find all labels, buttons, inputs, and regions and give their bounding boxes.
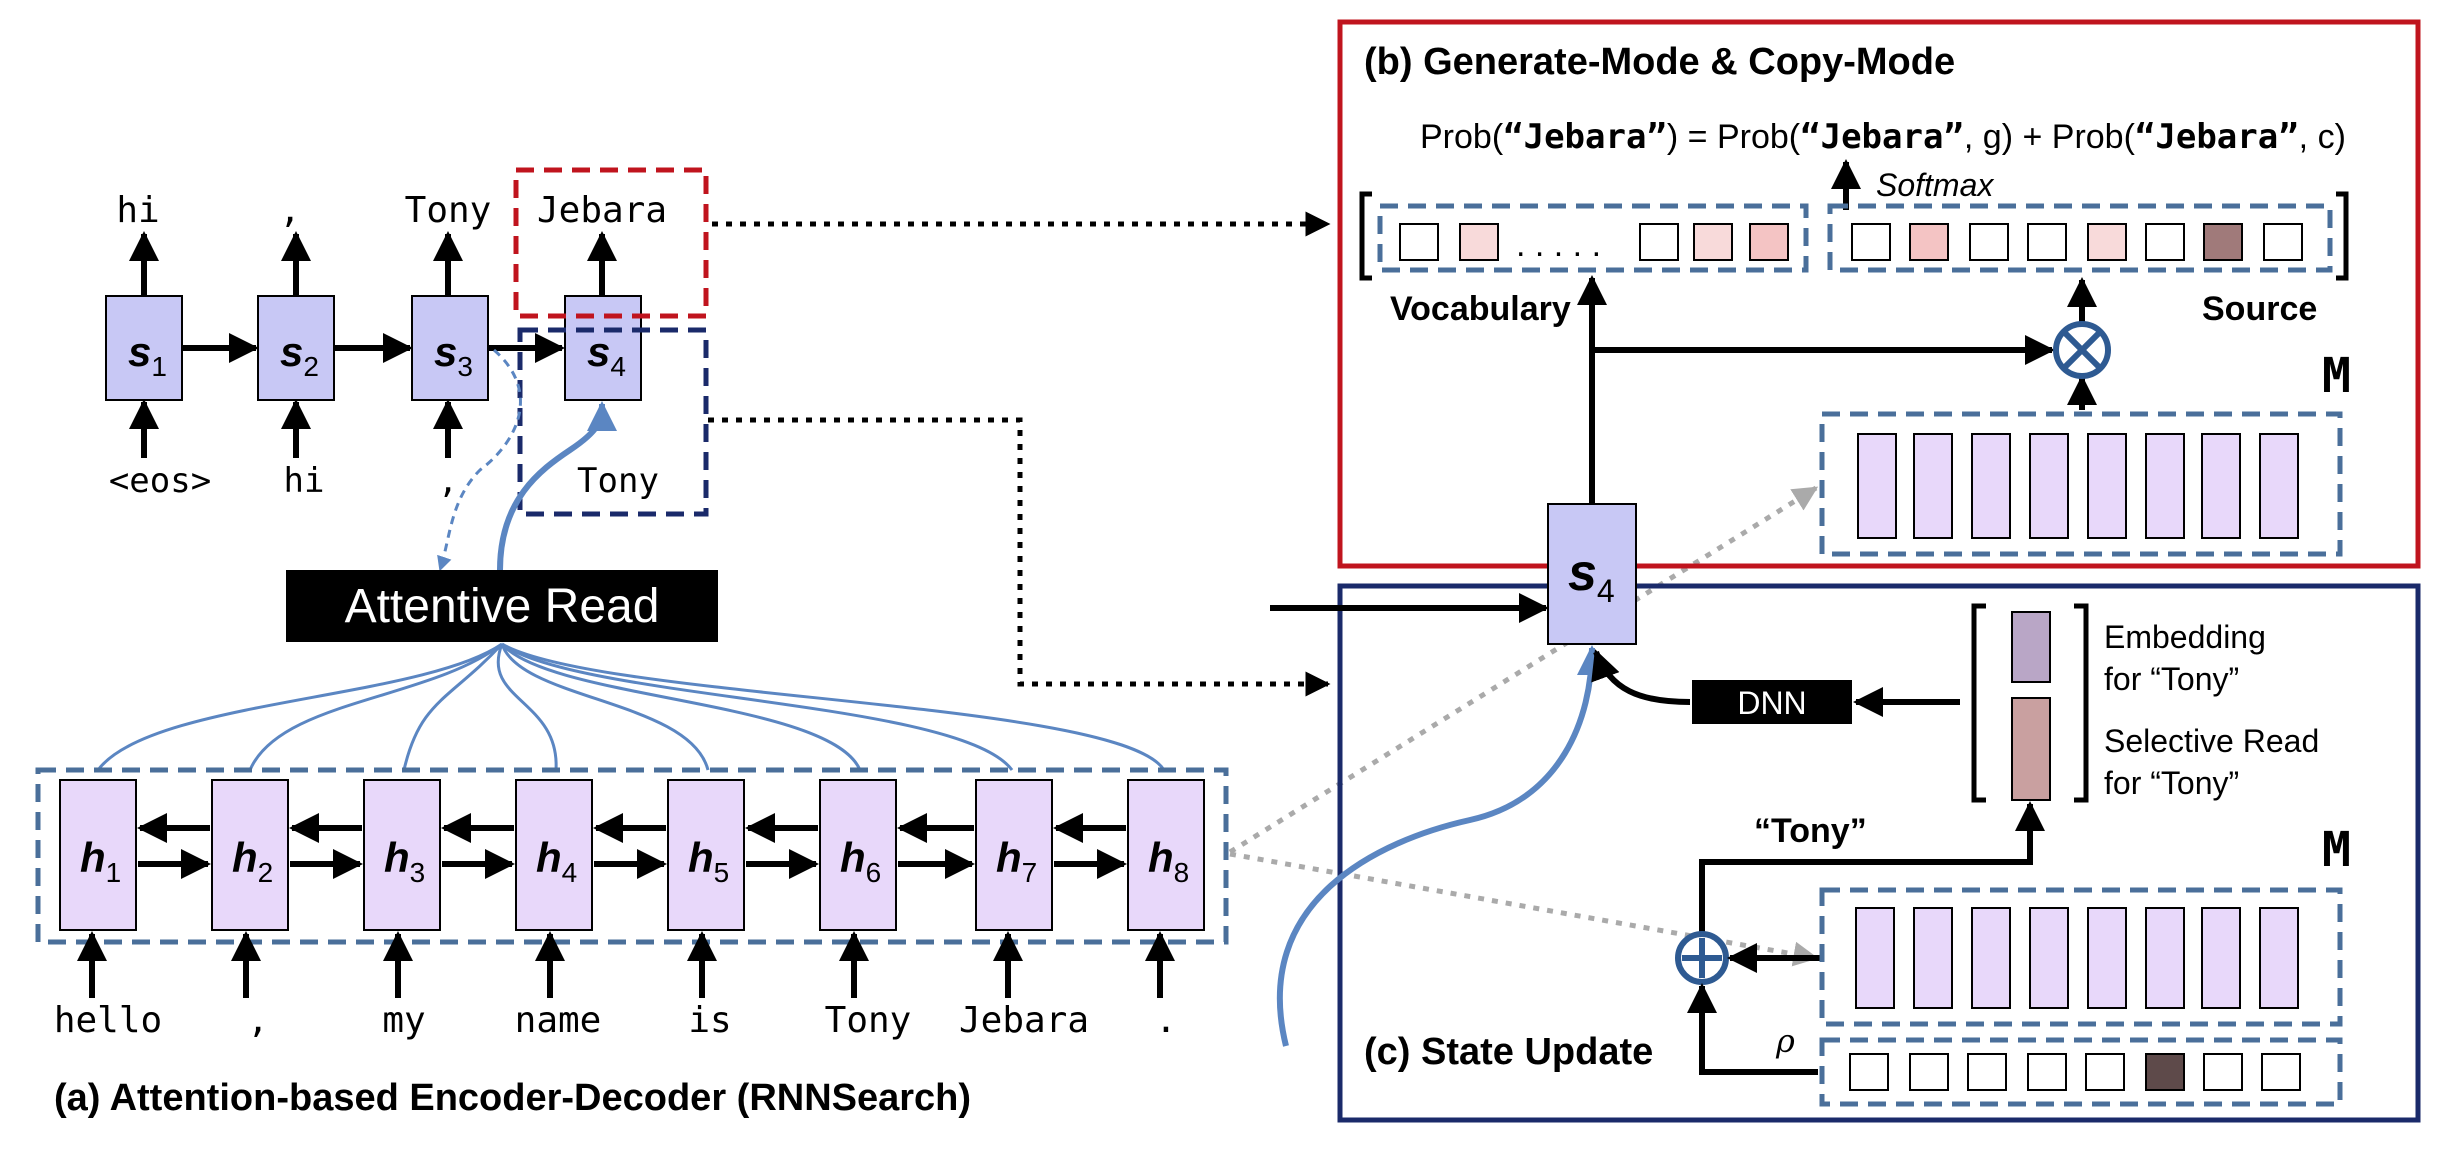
encoder-input-1: hello xyxy=(54,1000,162,1041)
connector-lines xyxy=(708,211,1331,697)
encoder-state-h7 xyxy=(975,779,1053,931)
encoder-state-h6 xyxy=(819,779,897,931)
panel-c: s4 DNN Embedding for “Tony” Selective Re… xyxy=(1270,503,2421,1123)
panel-c-frame xyxy=(1337,583,2421,1123)
decoder-output-1: hi xyxy=(116,190,159,231)
svg-text:s3: s3 xyxy=(434,328,473,382)
panel-b-title: (b) Generate-Mode & Copy-Mode xyxy=(1364,41,1955,83)
svg-text:h6: h6 xyxy=(840,834,881,888)
decoder-state-s4 xyxy=(564,295,642,401)
panel-b-frame xyxy=(1337,19,2421,569)
encoder-box xyxy=(35,767,1229,945)
svg-text:h7: h7 xyxy=(996,834,1037,888)
encoder-state-h1 xyxy=(59,779,137,931)
encoder-input-4: name xyxy=(515,1000,602,1041)
svg-text:s4: s4 xyxy=(1568,544,1615,609)
svg-text:h2: h2 xyxy=(232,834,273,888)
vocabulary-box xyxy=(1377,203,1809,273)
softmax-label: Softmax xyxy=(1876,167,1994,203)
attentive-read-label: Attentive Read xyxy=(345,580,660,633)
svg-text:h5: h5 xyxy=(688,834,729,888)
encoder-input-7: Jebara xyxy=(959,1000,1089,1041)
svg-text:s2: s2 xyxy=(280,328,319,382)
svg-text:h8: h8 xyxy=(1148,834,1189,888)
decoder-input-3: , xyxy=(438,461,458,501)
selective-label-2: for “Tony” xyxy=(2104,765,2239,801)
output-highlight-box xyxy=(513,167,709,319)
dnn-label: DNN xyxy=(1737,685,1806,721)
embedding-vector xyxy=(2011,611,2051,683)
attentive-read-box xyxy=(286,570,718,642)
source-label: Source xyxy=(2202,290,2317,328)
selective-read-vector xyxy=(2011,697,2051,801)
encoder-state-h2 xyxy=(211,779,289,931)
encoder-input-8: . xyxy=(1155,1000,1177,1041)
selective-label-1: Selective Read xyxy=(2104,723,2319,759)
panel-c-title: (c) State Update xyxy=(1364,1031,1653,1073)
rho-box xyxy=(1819,1037,2343,1107)
encoder-input-2: , xyxy=(247,1000,269,1041)
tony-label: “Tony” xyxy=(1754,812,1867,850)
svg-text:s4: s4 xyxy=(587,328,626,382)
panel-b: (b) Generate-Mode & Copy-Mode Prob(“Jeba… xyxy=(1337,19,2421,569)
decoder-output-2: , xyxy=(279,190,301,231)
memory-label-b: M xyxy=(2322,348,2351,404)
memory-box-c xyxy=(1819,887,2343,1027)
encoder-input-5: is xyxy=(688,1000,731,1041)
encoder-state-h8 xyxy=(1127,779,1205,931)
memory-label-c: M xyxy=(2322,822,2351,878)
input-highlight-box xyxy=(517,327,709,517)
decoder-input-4: Tony xyxy=(577,461,659,501)
decoder-output-3: Tony xyxy=(405,190,492,231)
encoder-state-h4 xyxy=(515,779,593,931)
svg-text:h1: h1 xyxy=(80,834,121,888)
decoder-state-s3 xyxy=(411,295,489,401)
decoder-state-s1 xyxy=(105,295,183,401)
probability-formula: Prob(“Jebara”) = Prob(“Jebara”, g) + Pro… xyxy=(1420,117,2346,157)
encoder-state-h5 xyxy=(667,779,745,931)
vocabulary-ellipsis: . . . . . xyxy=(1516,226,1601,264)
panel-a-caption: (a) Attention-based Encoder-Decoder (RNN… xyxy=(54,1077,971,1119)
attention-lines xyxy=(96,642,1166,771)
state-s4 xyxy=(1547,503,1637,645)
memory-box-b xyxy=(1819,411,2343,557)
context-curve xyxy=(497,401,617,571)
source-box xyxy=(1827,203,2333,273)
svg-text:s1: s1 xyxy=(128,328,167,382)
encoder-state-h3 xyxy=(363,779,441,931)
add-icon xyxy=(1675,931,1729,985)
svg-text:h4: h4 xyxy=(536,834,577,888)
dnn-box xyxy=(1692,680,1852,724)
vocabulary-label: Vocabulary xyxy=(1390,290,1571,328)
query-curve xyxy=(437,348,522,572)
svg-text:h3: h3 xyxy=(384,834,425,888)
panel-a: hi , Tony Jebara s1 s2 s3 s4 xyxy=(35,167,1229,1119)
embedding-label-2: for “Tony” xyxy=(2104,661,2239,697)
context-curve-c xyxy=(1276,645,1607,1047)
decoder-output-4: Jebara xyxy=(537,190,667,231)
decoder-input-1: <eos> xyxy=(109,461,211,501)
encoder-input-3: my xyxy=(382,1000,425,1041)
embedding-label-1: Embedding xyxy=(2104,619,2266,655)
encoder-states xyxy=(59,779,1205,931)
rho-label: ρ xyxy=(1775,1022,1795,1060)
encoder-input-6: Tony xyxy=(825,1000,912,1041)
multiply-icon xyxy=(2053,321,2111,379)
decoder-input-2: hi xyxy=(284,461,325,501)
